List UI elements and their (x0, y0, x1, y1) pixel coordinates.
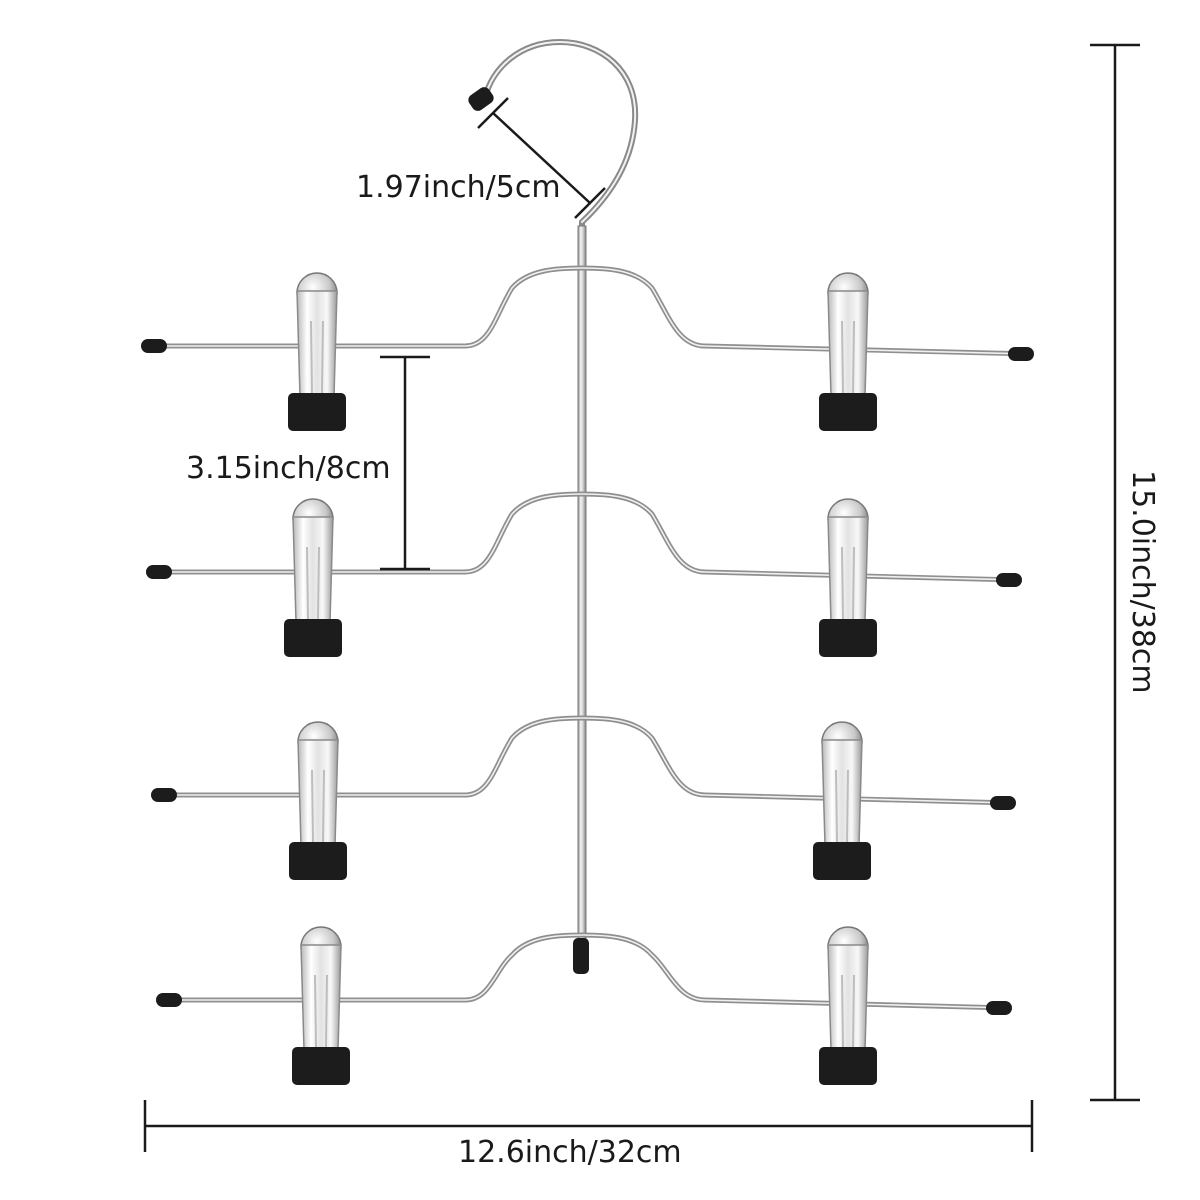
hook (468, 38, 639, 231)
wire-end-cap-right (990, 796, 1016, 810)
clip-stripe (846, 769, 849, 843)
wire-end-cap-left (146, 565, 172, 579)
clip-stripe (325, 974, 328, 1048)
total-height-label: 15.0inch/38cm (1125, 470, 1160, 694)
clip-body (827, 290, 869, 397)
clip-stripe (852, 974, 855, 1048)
tier-spacing-label: 3.15inch/8cm (186, 451, 391, 486)
clip-body (297, 739, 339, 846)
hook-curve-highlight (484, 40, 637, 223)
hook-tip-cap (468, 87, 494, 111)
clip-stripe (310, 320, 313, 394)
clip-right (813, 721, 871, 880)
center-rod (577, 225, 587, 967)
wire-end-cap-left (151, 788, 177, 802)
clip-left (292, 926, 350, 1085)
hanger-tiers (141, 265, 1034, 1085)
clip-body (827, 516, 869, 623)
clip-rubber-grip (284, 619, 342, 657)
clip-right (819, 498, 877, 657)
wire-end-cap-left (141, 339, 167, 353)
clip-rubber-grip (813, 842, 871, 880)
tier-1 (141, 265, 1034, 431)
clip-stripe (841, 974, 844, 1048)
clip-body (292, 516, 334, 623)
clip-body (296, 290, 338, 397)
clip-stripe (321, 320, 324, 394)
tier-wire-highlight (159, 934, 1009, 1009)
wire-end-cap-right (1008, 347, 1034, 361)
clip-right (819, 272, 877, 431)
clip-stripe (317, 546, 320, 620)
clip-stripe (322, 769, 325, 843)
clip-body (827, 944, 869, 1051)
clip-stripe (841, 546, 844, 620)
clip-body (821, 739, 863, 846)
clip-stripe (314, 974, 317, 1048)
dimension-total-height: 15.0inch/38cm (1090, 43, 1160, 1102)
clip-stripe (852, 546, 855, 620)
clip-body (300, 944, 342, 1051)
wire-end-cap-left (156, 993, 182, 1007)
clip-stripe (852, 320, 855, 394)
clip-rubber-grip (819, 619, 877, 657)
clip-rubber-grip (292, 1047, 350, 1085)
clip-rubber-grip (289, 842, 347, 880)
tier-wire-highlight (144, 267, 1031, 355)
clip-right (819, 926, 877, 1085)
tier-3 (151, 715, 1016, 880)
clip-left (288, 272, 346, 431)
wire-end-cap-right (996, 573, 1022, 587)
center-rod-end-cap (573, 938, 589, 974)
clip-stripe (841, 320, 844, 394)
clip-rubber-grip (819, 393, 877, 431)
tier-wire-highlight (154, 717, 1013, 804)
clip-left (289, 721, 347, 880)
hook-width-label: 1.97inch/5cm (356, 170, 561, 205)
clip-left (284, 498, 342, 657)
clip-stripe (306, 546, 309, 620)
tier-4 (156, 926, 1012, 1085)
dimension-tier-spacing: 3.15inch/8cm (186, 355, 430, 571)
clip-stripe (835, 769, 838, 843)
tier-wire (142, 265, 1033, 357)
wire-end-cap-right (986, 1001, 1012, 1015)
clip-rubber-grip (819, 1047, 877, 1085)
clip-rubber-grip (288, 393, 346, 431)
dimension-total-width: 12.6inch/32cm (143, 1100, 1034, 1170)
tier-2 (146, 491, 1022, 657)
dimension-hook-width: 1.97inch/5cm (356, 97, 606, 219)
tier-wire-highlight (149, 493, 1019, 581)
clip-stripe (311, 769, 314, 843)
total-width-label: 12.6inch/32cm (458, 1135, 682, 1170)
